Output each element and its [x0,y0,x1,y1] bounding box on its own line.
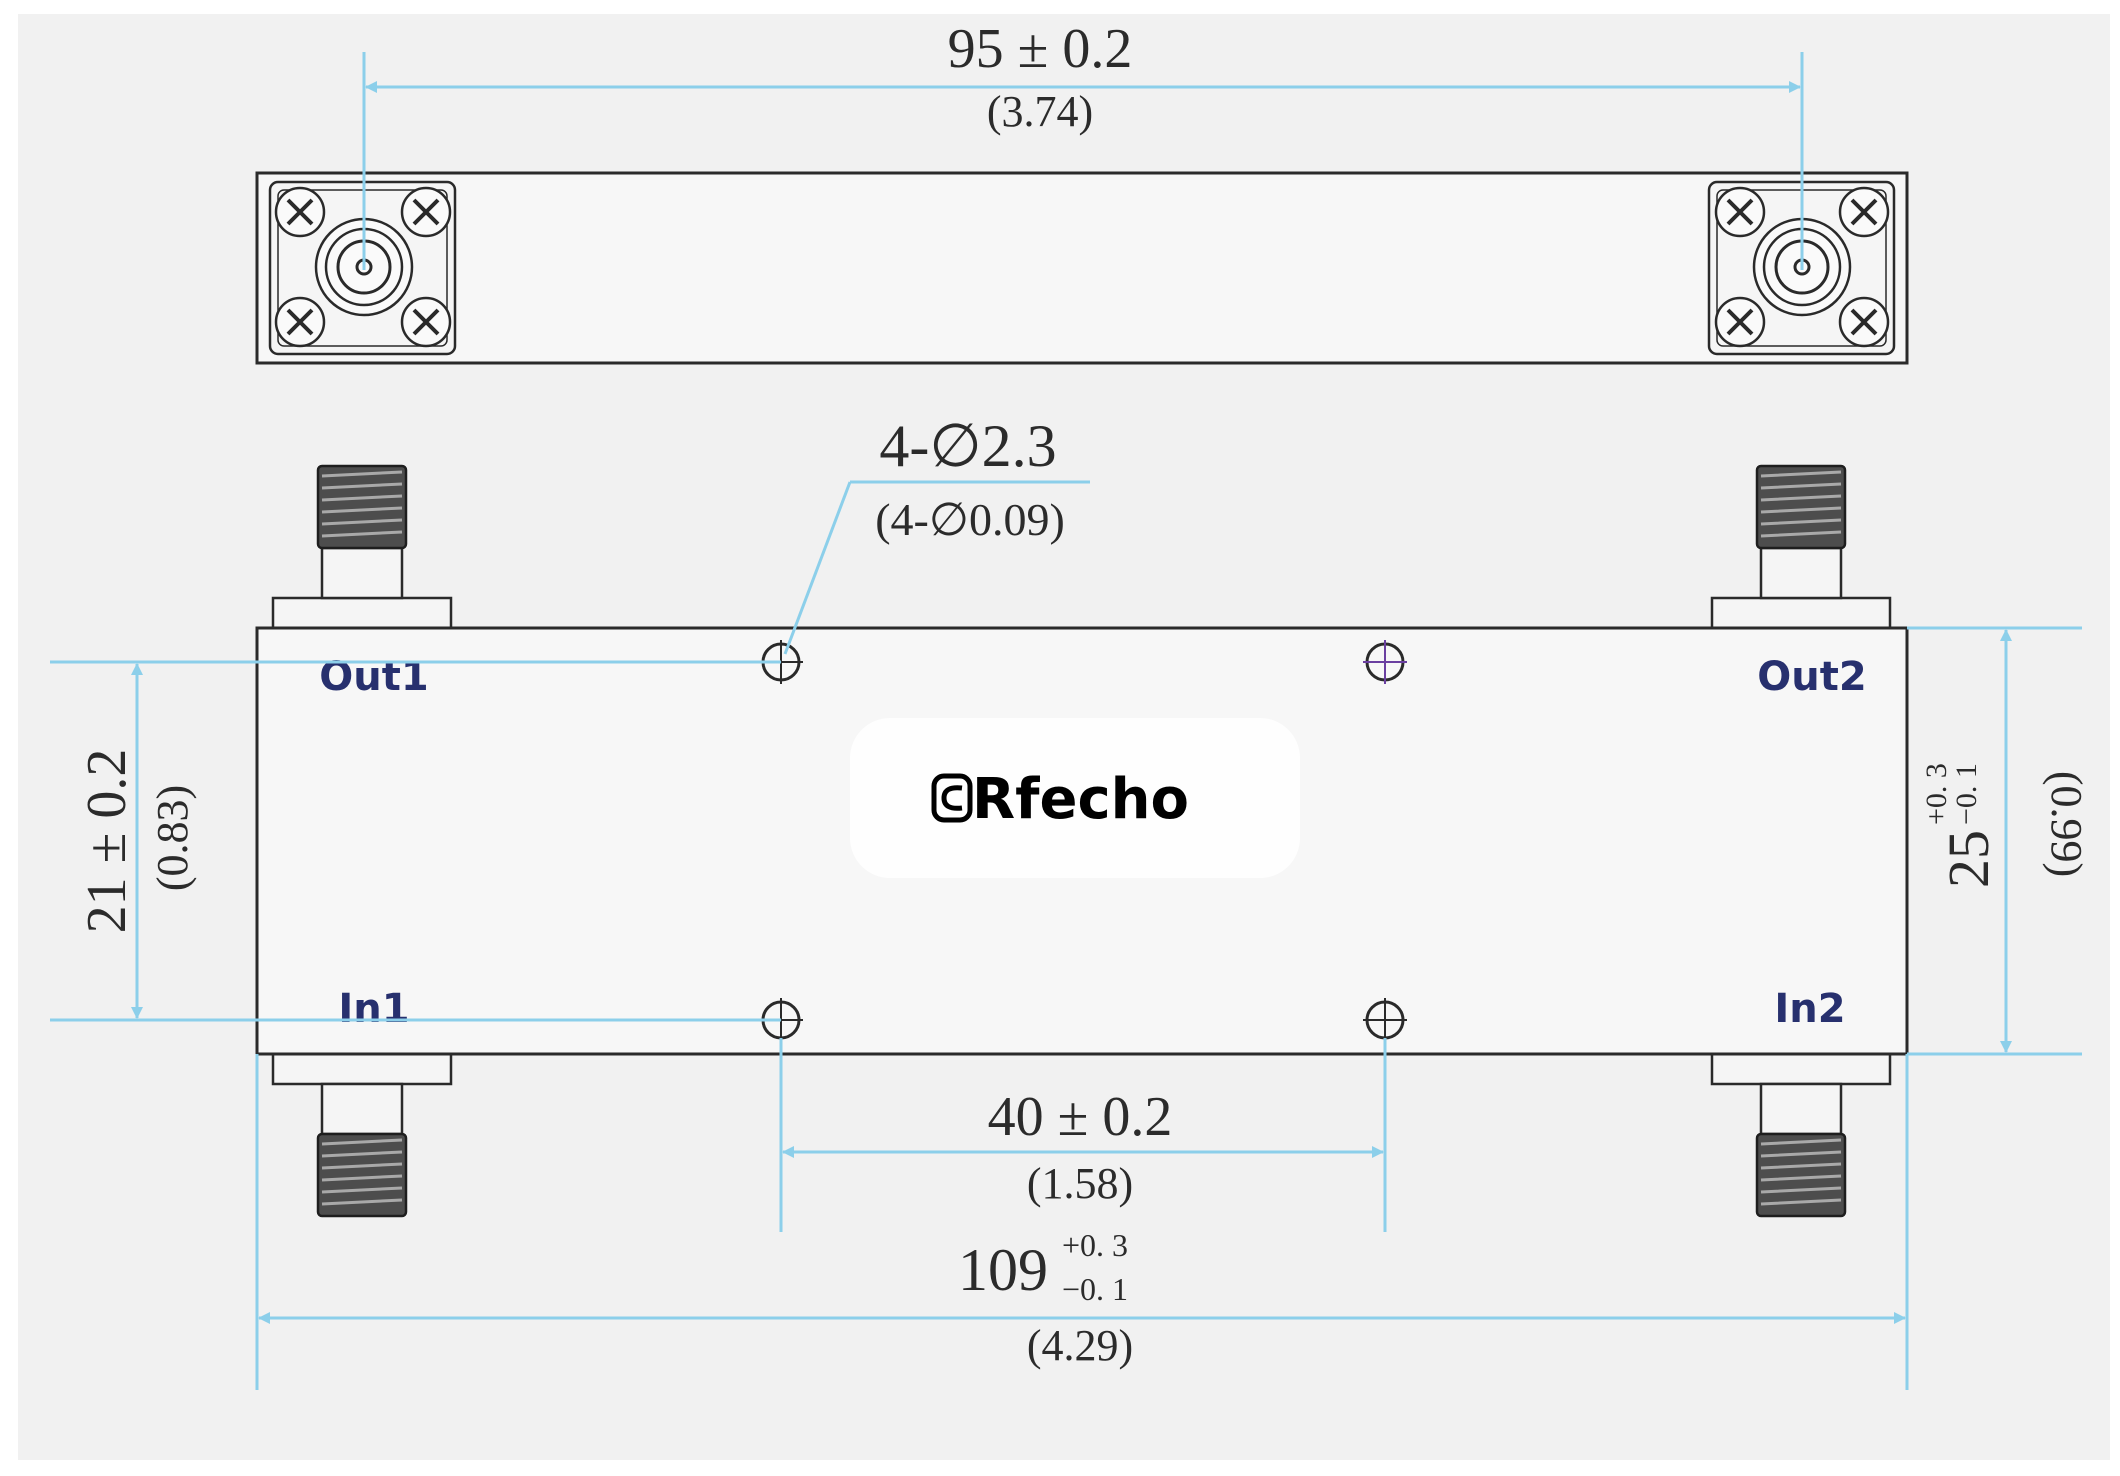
front-view: Out1 Out2 In1 In2 Rfecho 4-∅2.3 (4-∅0.09… [50,413,2091,1390]
length-tol-plus: +0. 3 [1062,1227,1128,1263]
top-view-body [255,171,1909,365]
sma-connector-out2 [1710,464,1892,630]
length-dimension [255,1054,1909,1390]
brand-watermark: Rfecho [931,767,1189,832]
length-inch: (4.29) [1027,1321,1133,1370]
flange-screw-icon [1838,296,1890,348]
flange-screw-icon [274,296,326,348]
flange-screw-icon [1714,296,1766,348]
port-label-out2: Out2 [1757,654,1866,700]
brand-name: Rfecho [972,767,1189,832]
hole-pitch-vertical-inch: (0.83) [148,785,197,891]
hole-pitch-horizontal-value: 40 ± 0.2 [988,1086,1173,1148]
hole-callout-leader [783,480,1090,655]
height-inch: (0.99) [2042,771,2091,877]
brand-label-area [850,718,1300,878]
sma-connector-in2 [1710,1052,1892,1218]
flange-screw-icon [1838,186,1890,238]
height-label: 25 +0. 3 −0. 1 [1920,763,2001,888]
port-spacing-value: 95 ± 0.2 [948,18,1133,80]
height-tol-minus: −0. 1 [1950,763,1983,825]
height-tol-plus: +0. 3 [1920,763,1953,825]
hole-pitch-horizontal-dimension [779,1038,1387,1232]
length-tol-minus: −0. 1 [1062,1271,1128,1307]
flange-screw-icon [400,296,452,348]
height-dimension [1907,626,2082,1056]
flange-screw-icon [400,186,452,238]
height-value: 25 [1936,830,2001,888]
hole-pitch-horizontal-inch: (1.58) [1027,1159,1133,1208]
sma-connector-in1 [271,1052,453,1218]
front-view-body [255,626,1909,1056]
port-label-in1: In1 [338,986,409,1032]
brand-logo-icon [931,773,973,823]
sma-connector-out1 [271,464,453,630]
mounting-hole-icon [1363,640,1407,684]
length-value: 109 [958,1237,1048,1303]
hole-callout-inch: (4-∅0.09) [875,494,1065,545]
hole-callout-value: 4-∅2.3 [879,413,1056,479]
hole-pitch-vertical-value: 21 ± 0.2 [76,749,138,934]
flange-screw-icon [1714,186,1766,238]
port-label-in2: In2 [1774,986,1845,1032]
flange-screw-icon [274,186,326,238]
port-spacing-dimension [362,52,1804,270]
hole-pitch-vertical-dimension [50,660,781,1022]
port-spacing-inch: (3.74) [987,87,1093,136]
top-view: 95 ± 0.2 (3.74) [255,18,1909,365]
